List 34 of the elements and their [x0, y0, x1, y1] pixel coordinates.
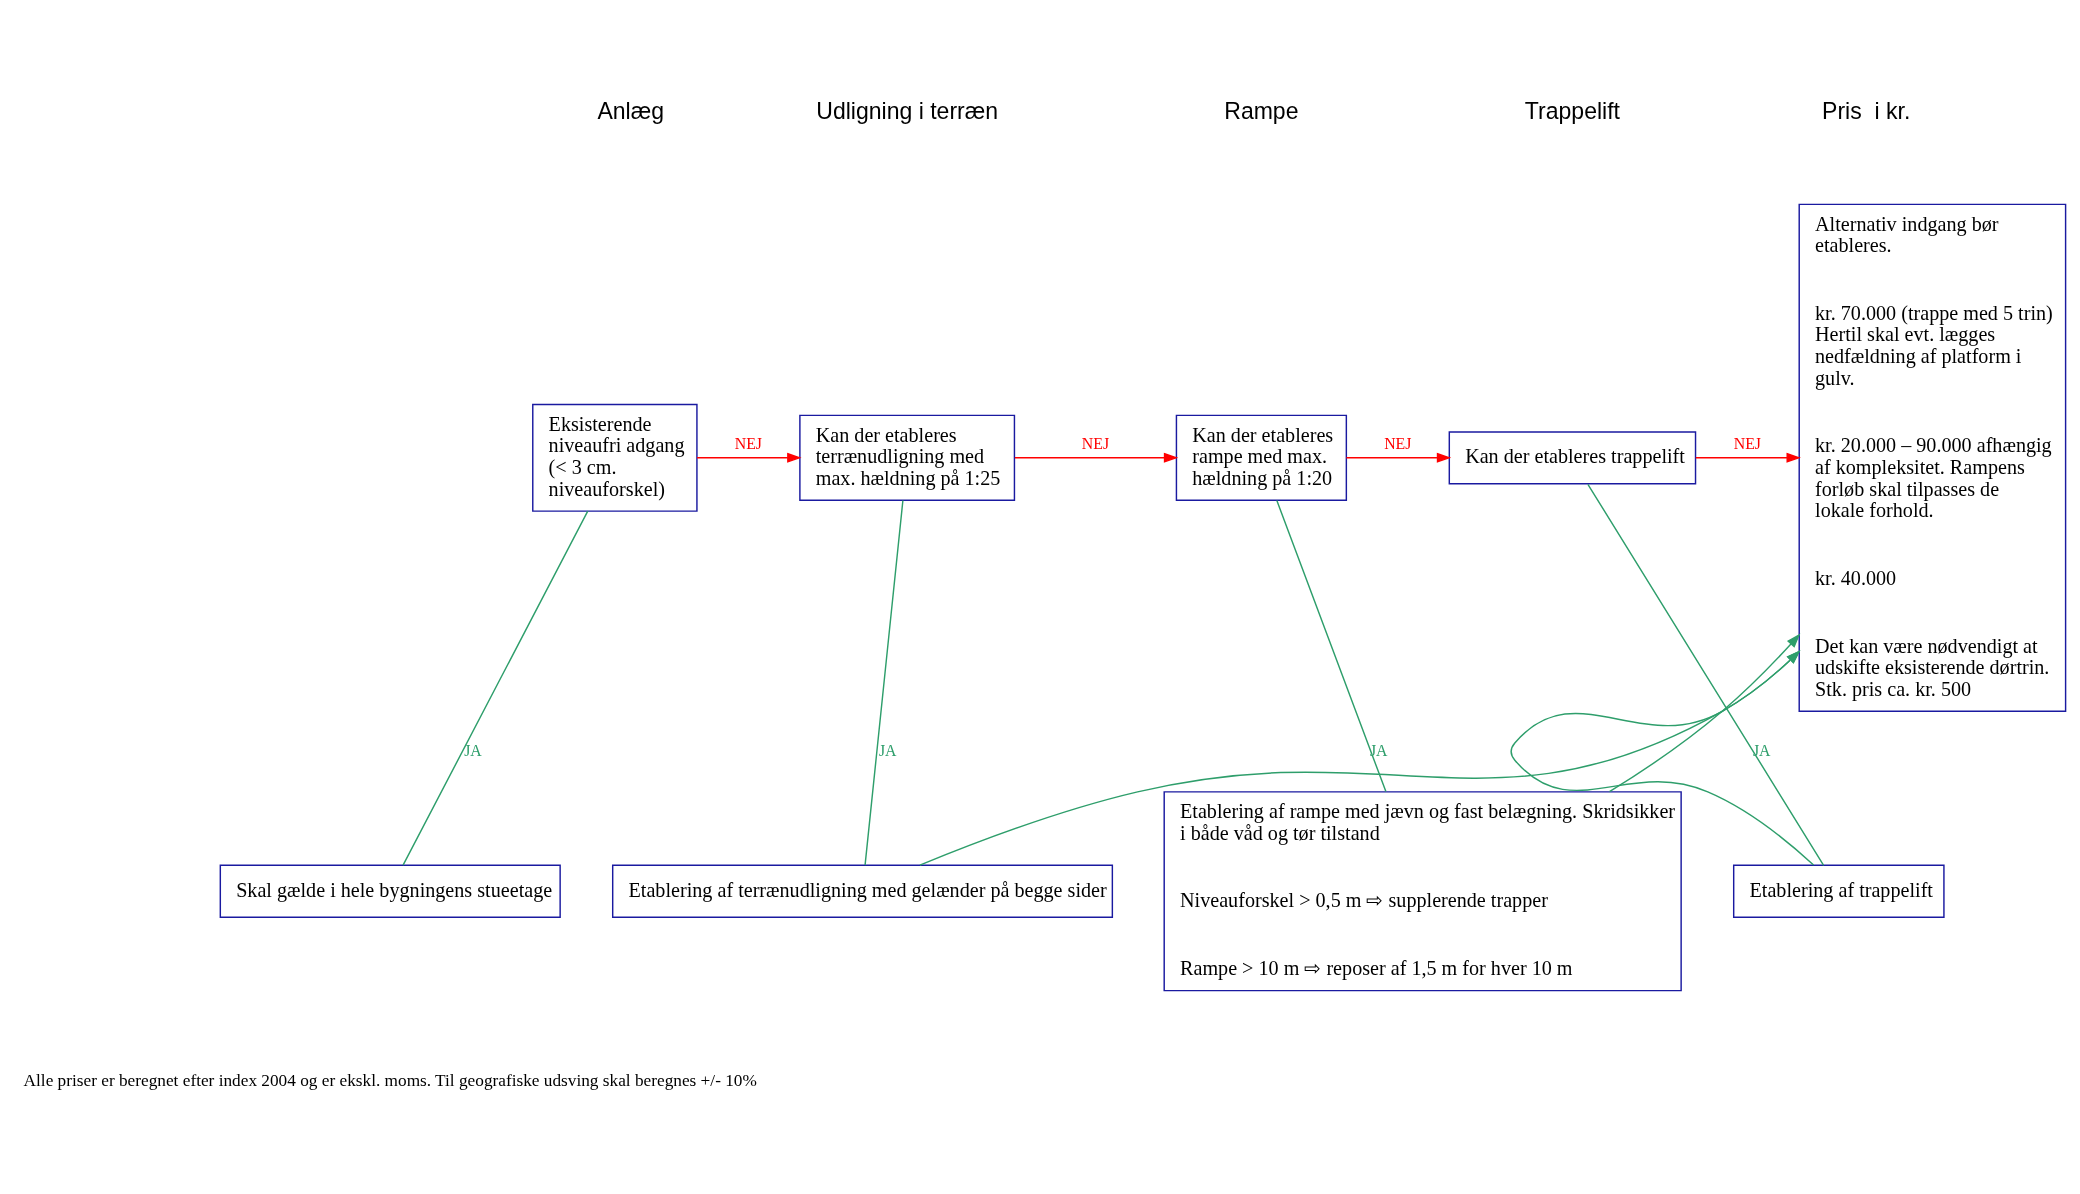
node-box: Eksisterende niveaufri adgang (< 3 cm. niveauforskel) [532, 403, 698, 512]
connector [864, 499, 904, 866]
connector [402, 509, 589, 866]
edge-label: NEJ [1081, 434, 1110, 452]
arrow [1014, 452, 1179, 463]
label: Anlæg [597, 97, 664, 124]
edge-label: JA [1752, 741, 1771, 759]
arrow [919, 649, 1801, 866]
label: Rampe [1224, 97, 1299, 124]
label: Alle priser er beregnet efter index 2004 og er ekskl. moms. Til geografiske udsving skal beregnes +/- 10% [23, 1070, 757, 1090]
arrow [1510, 649, 1815, 866]
connector [1587, 483, 1825, 866]
edge-label: JA [1369, 741, 1388, 759]
node-box: Kan der etableres trappelift [1448, 430, 1697, 484]
arrow [696, 452, 802, 463]
edge-label: NEJ [1384, 434, 1412, 452]
label: Pris i kr. [1822, 97, 1911, 124]
node-box: Etablering af rampe med jævn og fast belægning. Skridsikker i både våd og tør tilstand Niveauforskel > 0,5 m ⇨ supplerende trapper Rampe > 10 m ⇨ reposer af 1,5 m for hver 10 m [1163, 790, 1682, 991]
label: Udligning i terræn [816, 97, 998, 124]
node-box: Kan der etableres rampe med max. hældning på 1:20 [1175, 414, 1348, 501]
arrow [1608, 633, 1801, 792]
arrow [1695, 452, 1801, 463]
edge-label: NEJ [734, 434, 763, 452]
node-box: Kan der etableres terrænudligning med max. hældning på 1:25 [799, 414, 1016, 501]
edge-label: JA [878, 741, 897, 759]
connector [1276, 499, 1387, 792]
edge-label: NEJ [1733, 434, 1762, 452]
edge-label: JA [464, 741, 482, 759]
arrow [1345, 452, 1452, 463]
node-box: Etablering af terrænudligning med gelænder på begge sider [612, 864, 1114, 918]
node-box: Etablering af trappelift [1732, 864, 1945, 918]
node-box: Skal gælde i hele bygningens stueetage [219, 864, 561, 918]
label: Trappelift [1524, 97, 1620, 124]
node-box: Alternativ indgang bør etableres. kr. 70.000 (trappe med 5 trin) Hertil skal evt. lægges nedfældning af platform i gulv. kr. 20.000 – 90.000 afhængig af kompleksitet. Rampens forløb skal tilpasses de lokale forhold. kr. 40.000 Det kan være nødvendigt at udskifte eksisterende dørtrin. Stk. pris ca. kr. 500 [1798, 203, 2067, 712]
